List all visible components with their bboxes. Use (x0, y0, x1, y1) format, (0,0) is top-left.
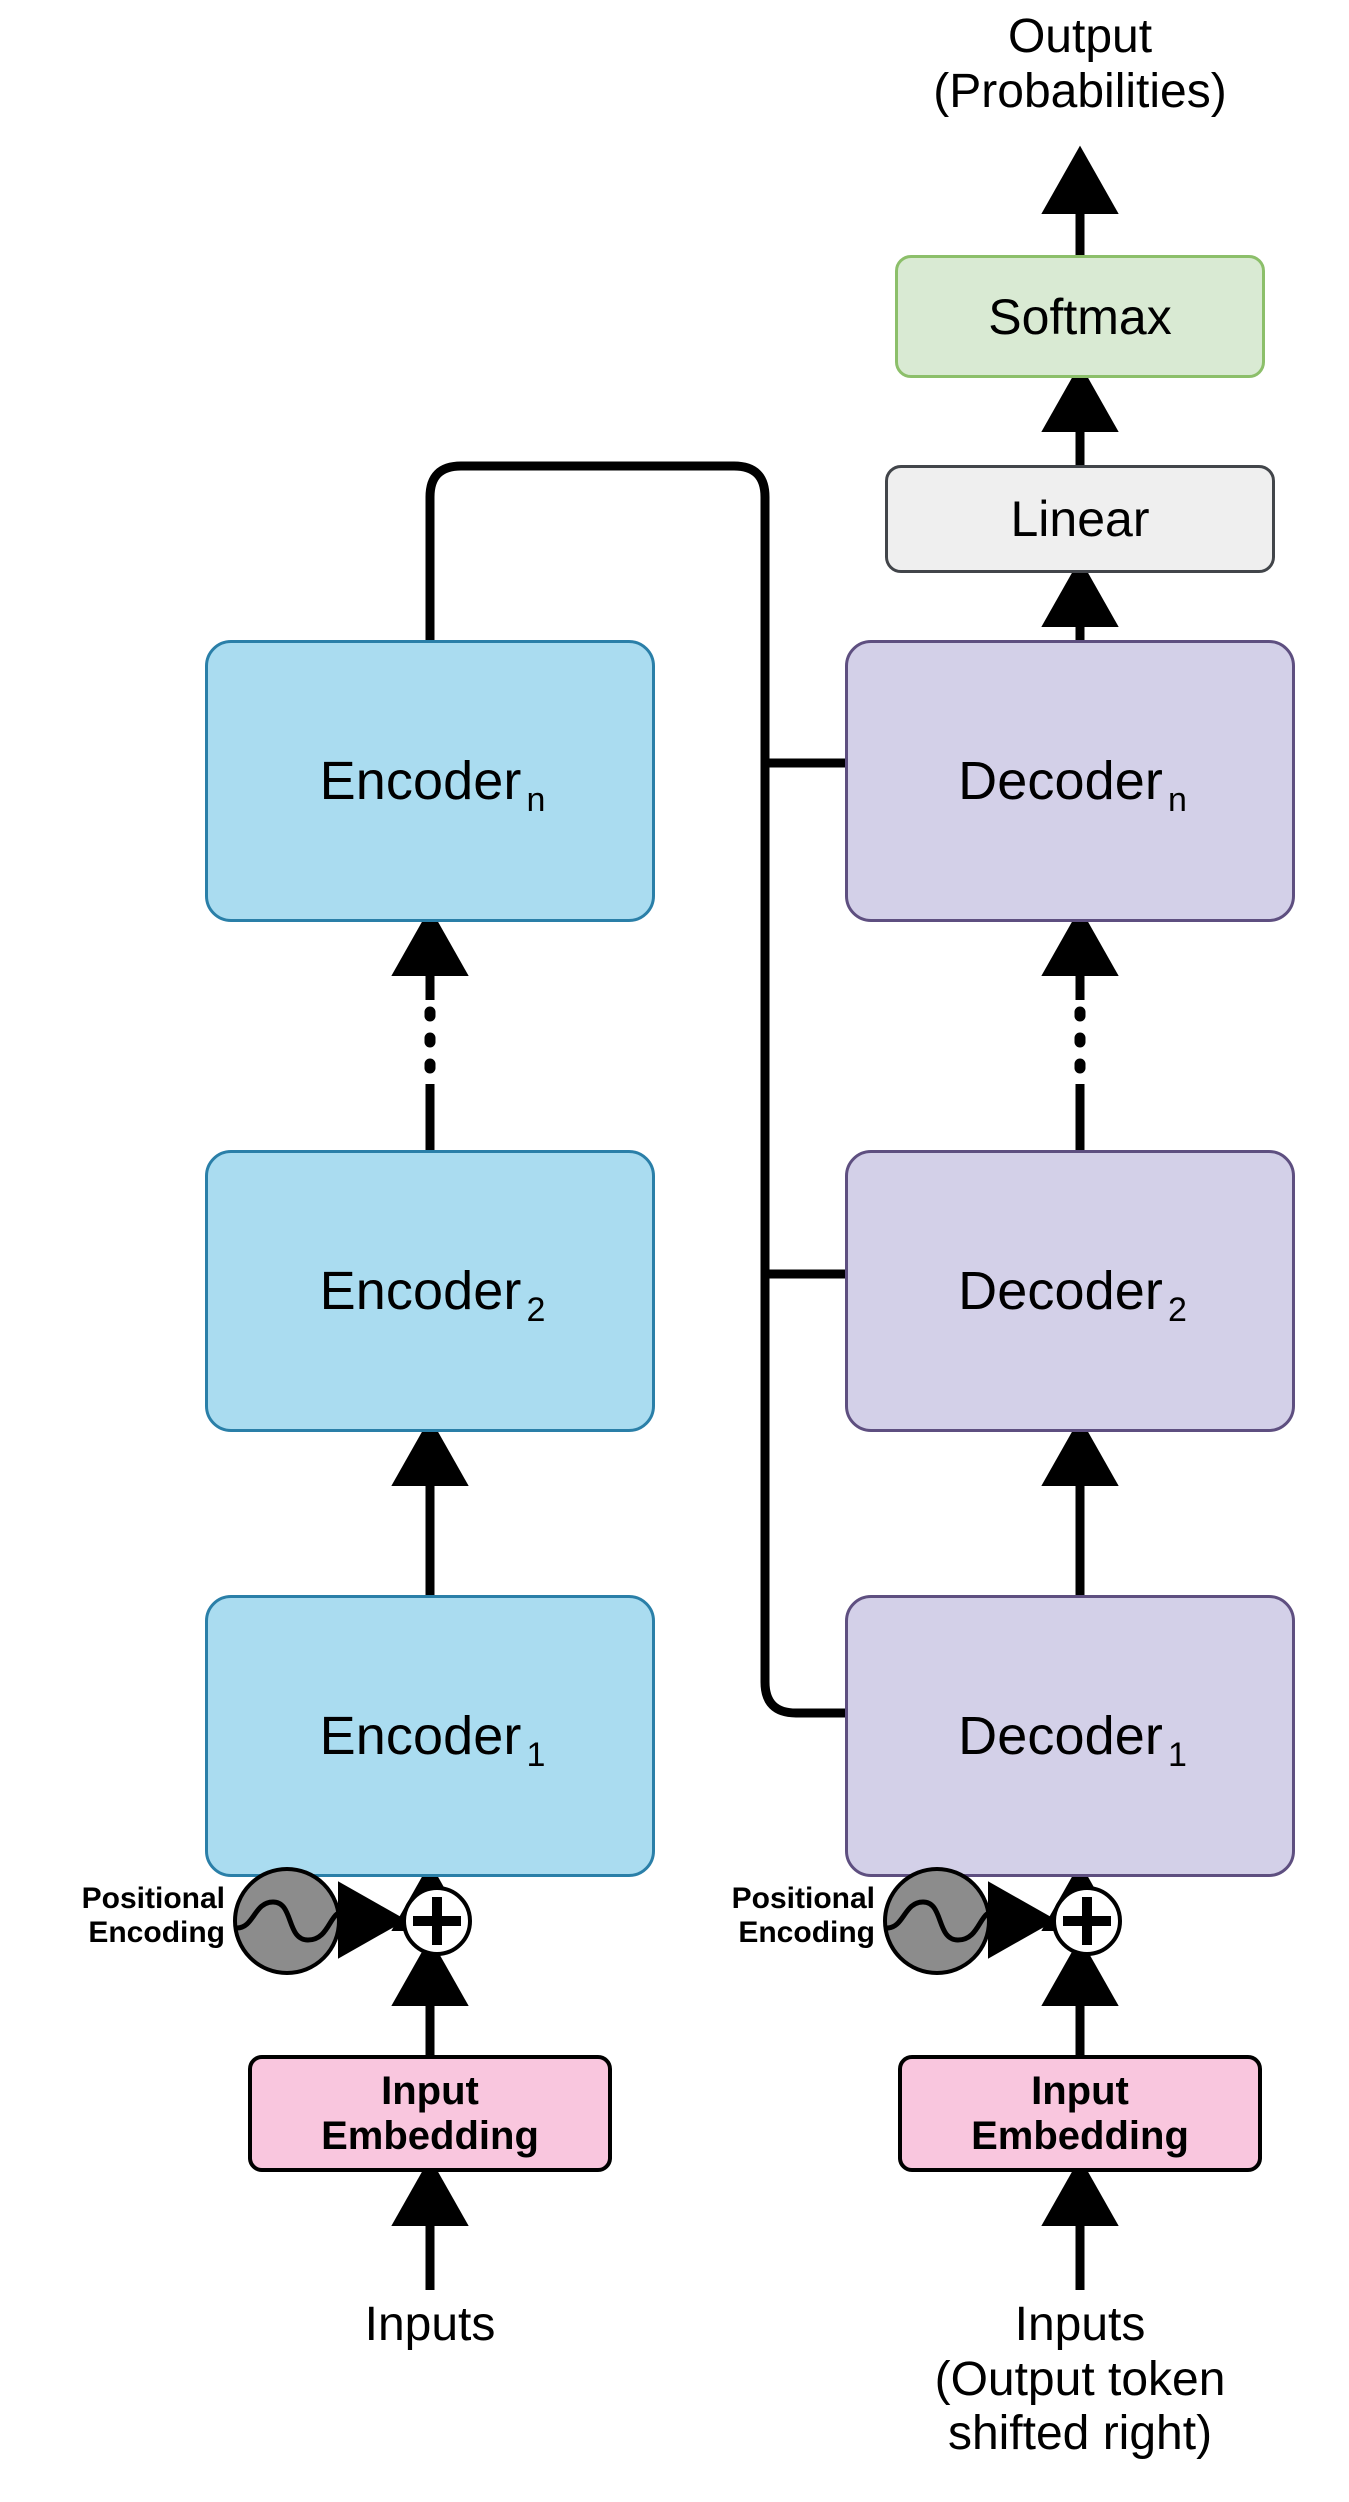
input-embedding-encoder[interactable]: Input Embedding (248, 2055, 612, 2172)
bus-branch-to-decoder-1 (760, 1674, 1043, 1752)
positional-encoding-label-encoder: Positional Encoding (81, 1882, 225, 1949)
encoder-2-base: Encoder (319, 1260, 522, 1321)
encoder-n-subscript: n (526, 780, 546, 819)
linear-label: Linear (1010, 491, 1150, 547)
encoder-2-subscript: 2 (526, 1290, 546, 1329)
plus-circle-icon-encoder (402, 1886, 472, 1956)
softmax-block[interactable]: Softmax (895, 255, 1265, 378)
sine-wave-circle-icon-decoder (883, 1867, 991, 1975)
encoder-output-bus (425, 461, 770, 1682)
sine-wave-circle-icon-encoder (233, 1867, 341, 1975)
decoder-n-subscript: n (1167, 780, 1187, 819)
encoder-1-subscript: 1 (526, 1735, 546, 1774)
positional-encoding-label-decoder: Positional Encoding (731, 1882, 875, 1949)
decoder-2-base: Decoder (958, 1260, 1163, 1321)
encoder-n-base: Encoder (319, 750, 522, 811)
inputs-caption-encoder: Inputs (364, 2298, 496, 2351)
decoder-1-subscript: 1 (1167, 1735, 1187, 1774)
inputs-caption-decoder: Inputs (Output token shifted right) (934, 2298, 1226, 2461)
input-embedding-decoder-label: Input Embedding (971, 2068, 1189, 2158)
linear-block[interactable]: Linear (885, 465, 1275, 573)
input-embedding-encoder-label: Input Embedding (321, 2068, 539, 2158)
input-embedding-decoder[interactable]: Input Embedding (898, 2055, 1262, 2172)
decoder-2-subscript: 2 (1167, 1290, 1187, 1329)
decoder-1-base: Decoder (958, 1705, 1163, 1766)
decoder-n-base: Decoder (958, 750, 1163, 811)
output-caption: Output (Probabilities) (933, 10, 1227, 118)
softmax-label: Softmax (988, 288, 1172, 345)
encoder-1-base: Encoder (319, 1705, 522, 1766)
plus-circle-icon-decoder (1052, 1886, 1122, 1956)
